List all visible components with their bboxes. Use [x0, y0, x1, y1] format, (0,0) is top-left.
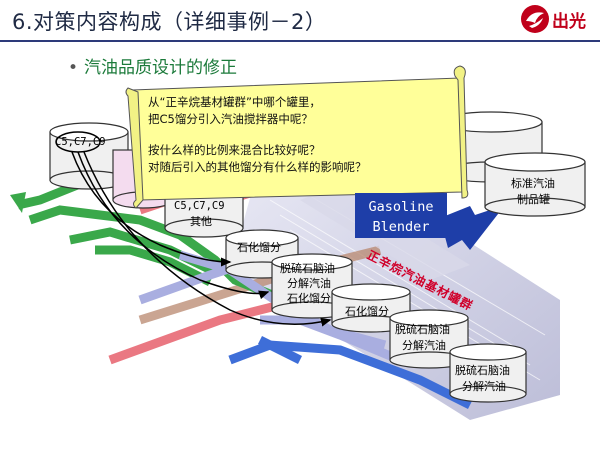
tank-desulf-mix-label-2: 分解汽油 — [287, 277, 331, 290]
blender-label-1: Gasoline — [368, 199, 434, 215]
tank-desulf-2-label-1: 脱硫石脑油 — [455, 364, 510, 377]
subtitle-text: 汽油品质设计的修正 — [84, 58, 238, 78]
green-arrowhead — [10, 192, 26, 213]
page-title: 6.对策内容构成（详细事例－2） — [12, 10, 327, 34]
title-rule — [0, 40, 600, 42]
idemitsu-logo-icon — [521, 5, 549, 33]
callout-line-4: 对随后引入的其他馏分有什么样的影响呢？ — [148, 160, 367, 174]
tank-desulf-2 — [449, 343, 527, 403]
tank-product-label-2: 制品罐 — [517, 193, 550, 206]
tank-desulf-2-label-2: 分解汽油 — [462, 380, 506, 393]
tank-desulf-mix-label-3: 石化馏分 — [287, 292, 331, 305]
callout-line-2: 把C5馏分引入汽油搅拌器中呢？ — [148, 112, 313, 126]
subtitle: •汽油品质设计的修正 — [68, 58, 238, 78]
tank-petrochem-1-label: 石化馏分 — [237, 241, 281, 254]
gasoline-blender: Gasoline Blender — [355, 193, 447, 238]
callout-line-1: 从“正辛烷基材罐群”中哪个罐里， — [148, 95, 321, 109]
tank-desulf-1-label-1: 脱硫石脑油 — [395, 323, 450, 336]
tank-desulf-mix — [271, 253, 353, 319]
flow-arrows — [71, 151, 332, 327]
callout-scroll — [125, 65, 469, 209]
tank-desulf-1-label-2: 分解汽油 — [402, 339, 446, 352]
tank-c5-other-label-2: 其他 — [190, 215, 212, 228]
logo-text: 出光 — [552, 12, 586, 32]
blender-label-2: Blender — [372, 219, 430, 235]
tank-desulf-1 — [389, 309, 469, 369]
tank-c5-other-label-1: C5,C7,C9 — [174, 200, 225, 212]
callout-text: 从“正辛烷基材罐群”中哪个罐里， 把C5馏分引入汽油搅拌器中呢？ 按什么样的比例… — [148, 94, 448, 176]
callout-line-3: 按什么样的比例来混合比较好呢？ — [148, 143, 321, 157]
tank-product — [484, 152, 586, 217]
tank-petrochem-2-label: 石化馏分 — [345, 305, 389, 318]
blender-arrow — [440, 205, 505, 250]
tank-desulf-mix-label-1: 脱硫石脑油 — [280, 262, 335, 275]
tank-product-label-1: 标准汽油 — [511, 177, 555, 190]
tank-c5-label: C5,C7,C9 — [55, 136, 106, 148]
company-logo: 出光 — [520, 4, 596, 36]
